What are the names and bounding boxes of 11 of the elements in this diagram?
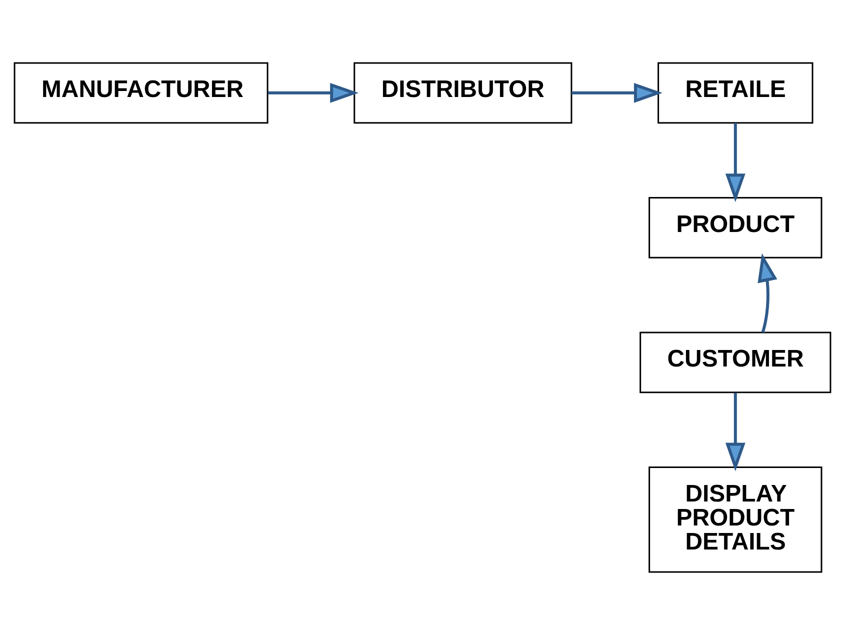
arrow xyxy=(268,82,359,103)
node-box: DISPLAY PRODUCT DETAILS xyxy=(648,466,822,573)
node-box: CUSTOMER xyxy=(640,332,832,394)
node-box: MANUFACTURER xyxy=(14,62,268,124)
arrow xyxy=(758,253,778,333)
node-box: DISTRIBUTOR xyxy=(354,62,572,124)
arrow xyxy=(572,82,662,103)
node-box: PRODUCT xyxy=(648,196,822,258)
node-box: RETAILE xyxy=(658,62,814,124)
arrow xyxy=(725,392,746,472)
arrow xyxy=(725,123,746,202)
